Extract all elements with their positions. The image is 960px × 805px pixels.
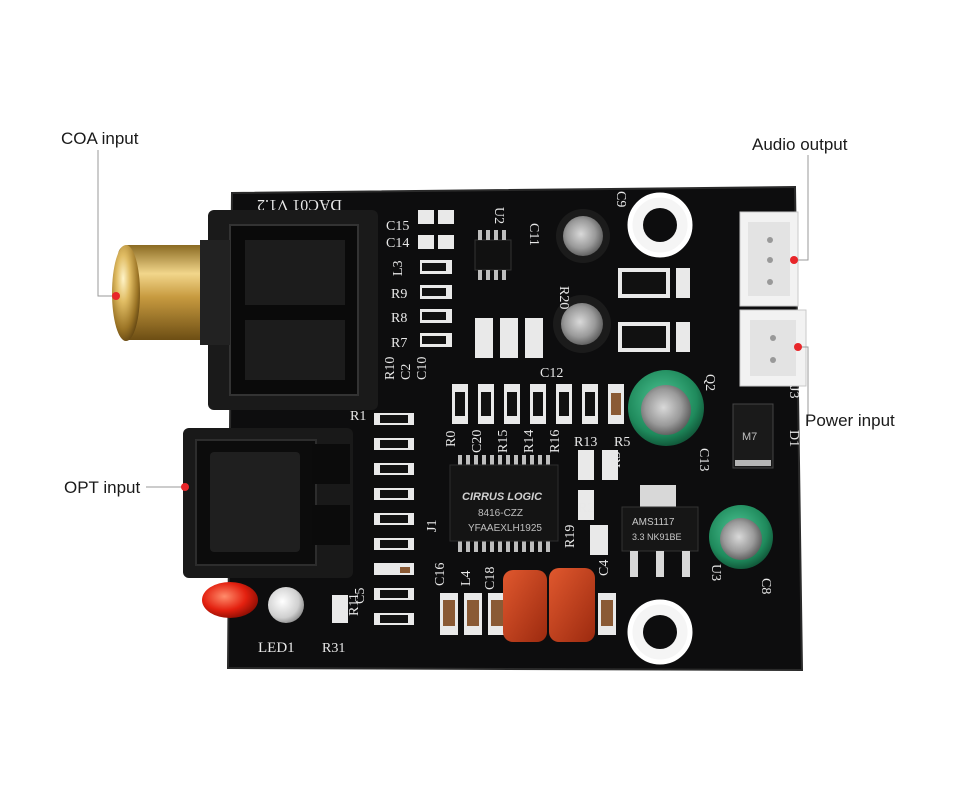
callout-lines xyxy=(97,150,809,488)
svg-text:L4: L4 xyxy=(459,570,474,586)
svg-text:C8: C8 xyxy=(758,578,773,594)
svg-text:R19: R19 xyxy=(563,525,578,548)
diode-part: M7 xyxy=(742,431,757,443)
svg-text:R11: R11 xyxy=(347,593,362,616)
led-pair: LED1 xyxy=(202,582,304,656)
power-input-label: Power input xyxy=(805,411,895,430)
svg-text:C16: C16 xyxy=(433,563,448,586)
silk-labels: C15 C14 L3 R9 R8 R7 U2 C11 C9 R20 R10 C2… xyxy=(322,191,801,656)
svg-text:R3: R3 xyxy=(609,452,624,468)
chip-brand: CIRRUS LOGIC xyxy=(462,491,543,503)
svg-text:R7: R7 xyxy=(391,336,407,351)
coa-input-label: COA input xyxy=(61,129,139,148)
jst-connectors xyxy=(739,211,807,387)
svg-text:R8: R8 xyxy=(391,311,407,326)
svg-text:J1: J1 xyxy=(425,520,440,532)
optical-jack xyxy=(183,428,353,578)
svg-text:R14: R14 xyxy=(522,430,537,453)
u2-chip xyxy=(474,230,512,280)
svg-text:J3: J3 xyxy=(786,386,801,398)
svg-text:L3: L3 xyxy=(391,260,406,276)
svg-text:R16: R16 xyxy=(548,430,563,453)
svg-text:C20: C20 xyxy=(470,430,485,453)
chip-part: 8416-CZZ xyxy=(478,508,523,519)
led-label: LED1 xyxy=(258,640,295,656)
svg-text:R0: R0 xyxy=(444,431,459,447)
svg-text:R9: R9 xyxy=(391,287,407,302)
svg-text:R1: R1 xyxy=(350,409,366,424)
svg-text:C13: C13 xyxy=(696,448,711,471)
board-title-silk: DAC01 V1.2 xyxy=(257,196,342,213)
film-capacitors xyxy=(503,568,595,642)
svg-text:R15: R15 xyxy=(496,430,511,453)
cs8416-chip: CIRRUS LOGIC 8416-CZZ YFAAEXLH1925 xyxy=(449,455,559,552)
svg-text:C11: C11 xyxy=(526,223,541,246)
svg-text:C15: C15 xyxy=(386,219,409,234)
regulator-part: AMS1117 xyxy=(632,517,675,528)
diode-d1: M7 xyxy=(732,403,774,469)
svg-text:D1: D1 xyxy=(786,430,801,447)
svg-text:C12: C12 xyxy=(540,366,563,381)
audio-output-label: Audio output xyxy=(752,135,848,154)
svg-text:R5: R5 xyxy=(614,435,630,450)
electrolytic-caps-black xyxy=(553,209,611,353)
svg-text:R13: R13 xyxy=(574,435,597,450)
svg-text:U3: U3 xyxy=(708,564,723,581)
mounting-holes xyxy=(627,192,693,665)
svg-text:C2: C2 xyxy=(399,364,414,380)
opt-input-label: OPT input xyxy=(64,478,141,497)
coax-jack xyxy=(112,210,378,410)
svg-text:R31: R31 xyxy=(322,641,345,656)
smd-resistor-bodies xyxy=(380,263,666,623)
svg-text:C10: C10 xyxy=(415,357,430,380)
svg-text:C14: C14 xyxy=(386,236,409,251)
regulator-lot: 3.3 NK91BE xyxy=(632,532,682,542)
svg-text:R20: R20 xyxy=(556,286,571,309)
svg-text:U2: U2 xyxy=(491,207,506,224)
chip-lot: YFAAEXLH1925 xyxy=(468,523,542,534)
callout-dots xyxy=(112,256,802,491)
regulator: AMS1117 3.3 NK91BE xyxy=(621,485,699,577)
svg-text:C4: C4 xyxy=(597,560,612,576)
svg-text:C18: C18 xyxy=(483,567,498,590)
svg-text:R10: R10 xyxy=(383,357,398,380)
svg-text:Q2: Q2 xyxy=(702,374,717,391)
svg-text:C5: C5 xyxy=(353,588,368,604)
svg-text:C9: C9 xyxy=(613,191,628,207)
svg-text:R2: R2 xyxy=(578,501,594,516)
smd-cap-bodies xyxy=(400,393,621,626)
electrolytic-caps-green xyxy=(628,370,773,569)
